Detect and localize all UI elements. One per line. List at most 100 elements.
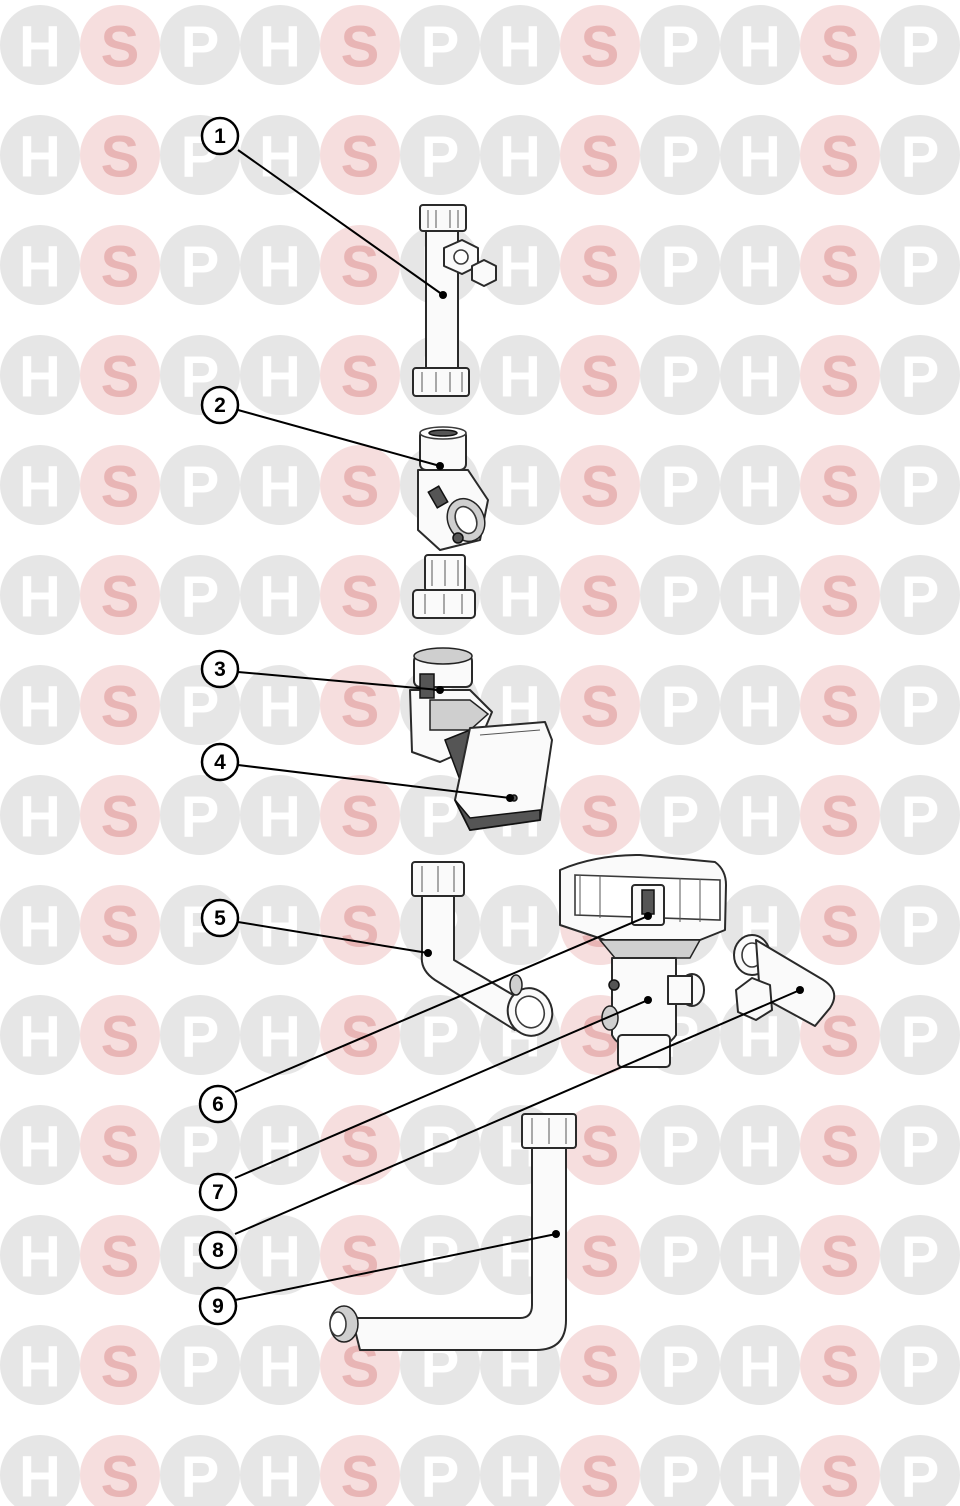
watermark-tile: P [400, 1435, 480, 1506]
leader-8 [234, 989, 801, 1235]
watermark-letter: S [581, 1335, 620, 1400]
watermark-letter: P [901, 675, 940, 740]
watermark-letter: S [821, 345, 860, 410]
part-6-motorised-actuator [559, 854, 727, 959]
watermark-tile: S [560, 225, 640, 305]
watermark-circle [80, 1325, 160, 1405]
watermark-circle [720, 555, 800, 635]
watermark-circle [80, 115, 160, 195]
watermark-circle [560, 665, 640, 745]
part-1-pipe-with-drain-valve [412, 204, 497, 397]
watermark-tile: S [320, 335, 400, 415]
watermark-circle [0, 1105, 80, 1185]
watermark-letter: P [661, 345, 700, 410]
watermark-letter: H [739, 345, 781, 410]
watermark-tile: H [0, 885, 80, 965]
watermark-letter: S [341, 345, 380, 410]
watermark-letter: H [739, 1225, 781, 1290]
watermark-circle [160, 1325, 240, 1405]
watermark-tile: P [880, 1435, 960, 1506]
watermark-letter: P [181, 15, 220, 80]
watermark-circle [400, 1435, 480, 1506]
watermark-circle [640, 115, 720, 195]
watermark-circle [0, 5, 80, 85]
watermark-circle [80, 5, 160, 85]
watermark-letter: S [101, 1335, 140, 1400]
watermark-letter: P [421, 15, 460, 80]
watermark-tile: S [800, 445, 880, 525]
watermark-tile: H [240, 5, 320, 85]
watermark-letter: H [499, 345, 541, 410]
watermark-letter: S [341, 895, 380, 960]
watermark-circle [640, 1325, 720, 1405]
watermark-circle [640, 555, 720, 635]
watermark-letter: S [101, 125, 140, 190]
watermark-circle [80, 1215, 160, 1295]
watermark-tile: S [80, 115, 160, 195]
watermark-circle [480, 335, 560, 415]
watermark-letter: P [901, 455, 940, 520]
watermark-tile: H [0, 5, 80, 85]
watermark-tile: S [800, 1105, 880, 1185]
watermark-circle [640, 445, 720, 525]
watermark-tile: S [800, 775, 880, 855]
watermark-circle [0, 115, 80, 195]
watermark-circle [880, 775, 960, 855]
watermark-tile: S [800, 225, 880, 305]
watermark-tile: S [560, 335, 640, 415]
watermark-circle [80, 995, 160, 1075]
part-7-diverter-valve-body [601, 957, 705, 1068]
watermark-circle [160, 555, 240, 635]
watermark-tile: H [0, 665, 80, 745]
watermark-letter: S [341, 125, 380, 190]
watermark-circle [0, 1215, 80, 1295]
watermark-tile: P [880, 775, 960, 855]
watermark-circle [640, 665, 720, 745]
watermark-letter: S [821, 675, 860, 740]
watermark-circle [240, 1215, 320, 1295]
watermark-circle [800, 335, 880, 415]
watermark-tile: H [720, 555, 800, 635]
watermark-tile: S [80, 1325, 160, 1405]
watermark-circle [560, 1325, 640, 1405]
watermark-letter: S [821, 15, 860, 80]
watermark-circle [240, 665, 320, 745]
watermark-circle [800, 115, 880, 195]
watermark-circle [720, 1435, 800, 1506]
watermark-circle [80, 335, 160, 415]
watermark-circle [0, 335, 80, 415]
watermark-letter: P [181, 785, 220, 850]
watermark-circle [800, 1105, 880, 1185]
watermark-circle [320, 225, 400, 305]
watermark-tile: P [160, 1435, 240, 1506]
watermark-circle [880, 1105, 960, 1185]
watermark-letter: P [901, 1115, 940, 1180]
watermark-circle [240, 335, 320, 415]
watermark-circle [320, 5, 400, 85]
watermark-circle [240, 225, 320, 305]
watermark-circle [80, 885, 160, 965]
watermark-tile: H [240, 555, 320, 635]
watermark-letter: S [101, 455, 140, 520]
watermark-letter: H [739, 15, 781, 80]
watermark-tile: H [0, 1105, 80, 1185]
watermark-circle [560, 1215, 640, 1295]
watermark-letter: S [101, 565, 140, 630]
watermark-tile: H [480, 225, 560, 305]
watermark-letter: P [421, 1005, 460, 1070]
watermark-tile: S [80, 1105, 160, 1185]
watermark-letter: P [901, 125, 940, 190]
watermark-tile: P [880, 555, 960, 635]
watermark-circle [880, 5, 960, 85]
watermark-letter: S [821, 1115, 860, 1180]
watermark-tile: P [880, 885, 960, 965]
watermark-letter: S [101, 345, 140, 410]
watermark-circle [0, 555, 80, 635]
watermark-circle [880, 665, 960, 745]
watermark-letter: H [499, 15, 541, 80]
watermark-letter: P [181, 1115, 220, 1180]
watermark-tile: H [720, 335, 800, 415]
watermark-letter: P [901, 1225, 940, 1290]
callout-5: 5 [200, 898, 240, 938]
watermark-tile: S [80, 5, 160, 85]
